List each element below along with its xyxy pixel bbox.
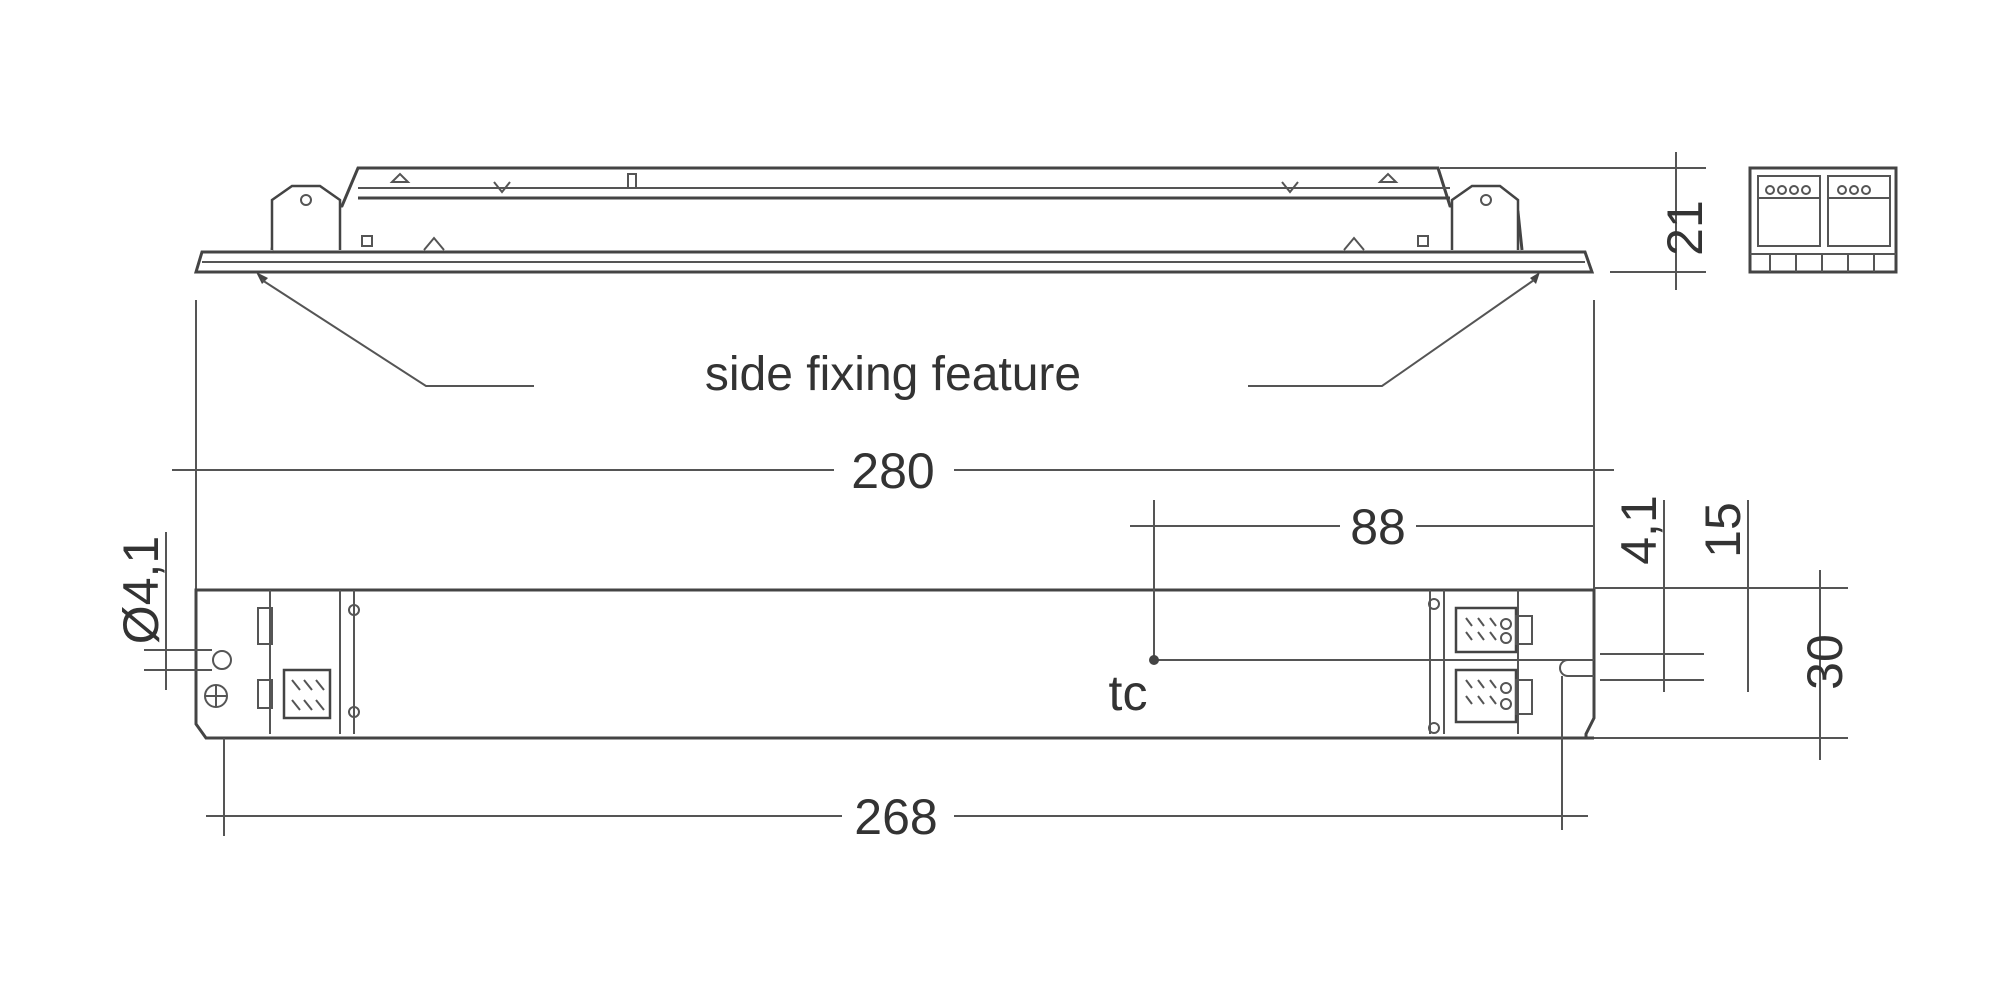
tc-dimension (1130, 500, 1594, 661)
leader-lines (261, 279, 1535, 387)
end-view-terminal-holes (1765, 185, 1871, 195)
mounting-holes (204, 650, 232, 708)
right-dimensions (1594, 500, 1848, 760)
right-terminal-marks (1465, 617, 1512, 710)
slot-width-label: 15 (1695, 502, 1751, 558)
side-view (193, 166, 1595, 284)
overall-length-label: 280 (851, 443, 934, 499)
mounting-distance-label: 268 (854, 789, 937, 845)
height-dim-label: 21 (1657, 200, 1713, 256)
hole-diameter-dimension (144, 532, 212, 690)
hole-diameter-label: Ø4,1 (113, 536, 169, 644)
mounting-distance-dimension (206, 676, 1588, 836)
width-dim-label: 30 (1797, 634, 1853, 690)
side-fixing-feature-label: side fixing feature (705, 348, 1081, 401)
slot-offset-label: 4,1 (1611, 495, 1667, 565)
tc-point (1149, 655, 1159, 665)
end-view (1748, 166, 1898, 274)
overall-length-dimension (172, 300, 1614, 590)
tc-label: tc (1109, 665, 1148, 721)
height-dimension (1440, 152, 1706, 290)
top-view-body (194, 588, 1596, 740)
tc-offset-label: 88 (1350, 499, 1406, 555)
